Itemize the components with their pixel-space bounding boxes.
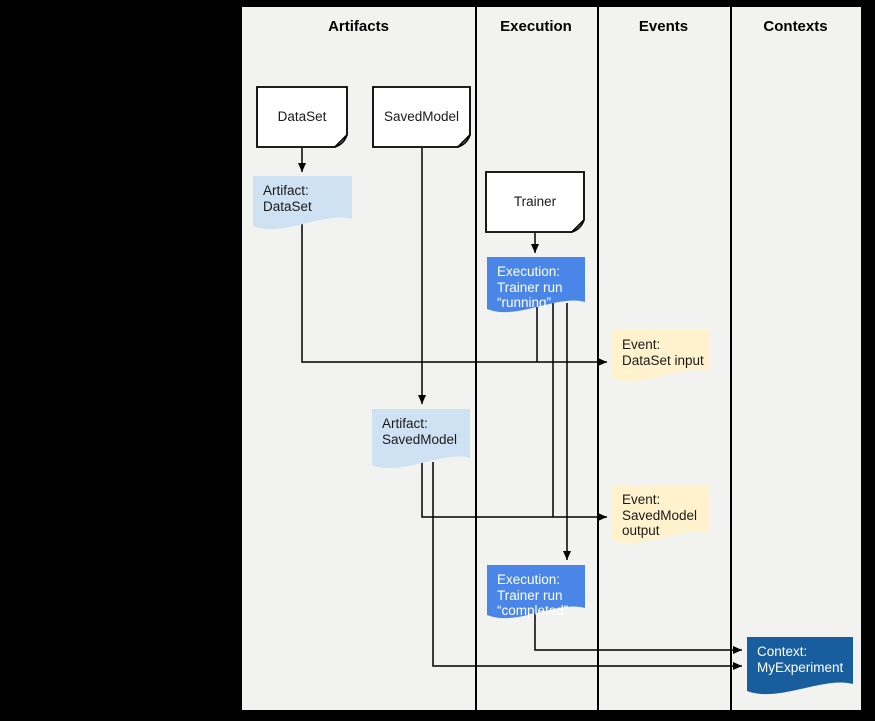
node-trainer: Trainer (485, 171, 585, 233)
document-shape (256, 86, 348, 148)
folded-corner-icon (334, 134, 348, 148)
wave-shape (487, 257, 585, 313)
node-label: DataSet (277, 109, 327, 125)
folded-corner-icon (457, 134, 471, 148)
wave-shape (372, 409, 470, 469)
node-execution-completed: Execution: Trainer run “completed” (487, 565, 585, 619)
document-shape (485, 171, 585, 233)
node-label: Artifact: SavedModel (382, 416, 458, 447)
lane-header-contexts: Contexts (763, 18, 828, 35)
node-label: Execution: Trainer run “completed” (497, 572, 569, 618)
node-dataset: DataSet (256, 86, 348, 148)
node-event-dataset-input: Event: DataSet input (612, 330, 710, 382)
lane-divider (730, 7, 732, 710)
node-artifact-savedmodel: Artifact: SavedModel (372, 409, 470, 469)
lane-header-artifacts: Artifacts (328, 18, 389, 35)
wave-shape (253, 176, 352, 230)
node-artifact-dataset: Artifact: DataSet (253, 176, 352, 230)
wave-shape (487, 565, 585, 619)
node-label: Artifact: DataSet (263, 183, 312, 214)
node-label: Event: DataSet input (622, 337, 704, 368)
wave-shape (612, 330, 710, 382)
document-shape (372, 86, 471, 148)
node-label: Event: SavedModel output (622, 492, 698, 538)
node-label: Execution: Trainer run “running” (497, 264, 563, 310)
wave-shape (612, 485, 710, 544)
node-label: SavedModel (383, 109, 460, 125)
node-savedmodel: SavedModel (372, 86, 471, 148)
node-event-savedmodel-output: Event: SavedModel output (612, 485, 710, 544)
lane-header-execution: Execution (500, 18, 572, 35)
lane-divider (475, 7, 477, 710)
node-label: Context: MyExperiment (757, 644, 844, 675)
folded-corner-icon (571, 219, 585, 233)
lane-header-events: Events (638, 18, 689, 35)
wave-shape (747, 637, 853, 695)
node-label: Trainer (513, 194, 557, 210)
node-execution-running: Execution: Trainer run “running” (487, 257, 585, 313)
node-context-myexperiment: Context: MyExperiment (747, 637, 853, 695)
